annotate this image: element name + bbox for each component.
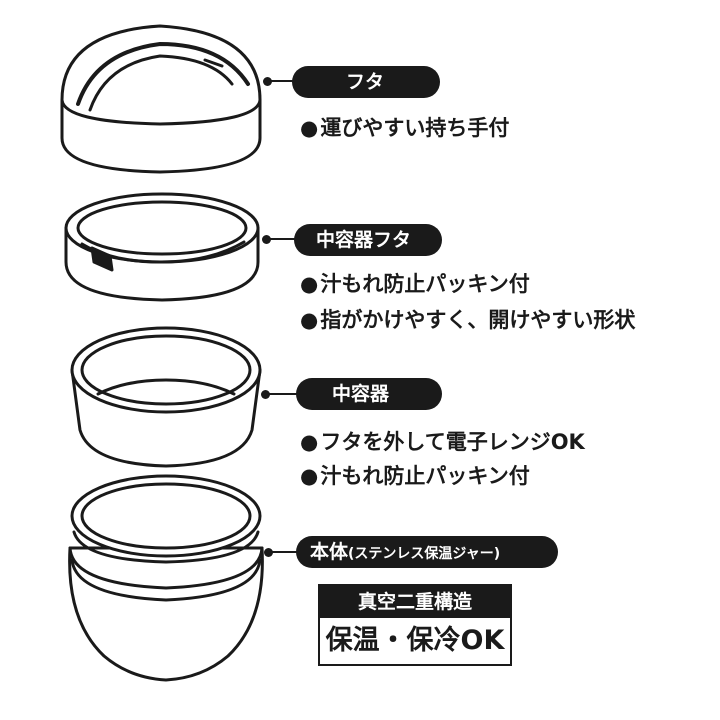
feature-badge: 真空二重構造 保温・保冷OK: [318, 584, 512, 666]
leader-line: [268, 80, 294, 82]
part-label-text: フタ: [346, 71, 385, 93]
part-label-subtext: (ステンレス保温ジャー): [348, 546, 501, 562]
part-label-text: 中容器フタ: [316, 229, 412, 251]
feature-item: ●フタを外して電子レンジOK: [300, 430, 585, 454]
main-body-drawing: [68, 474, 264, 682]
feature-item: ●指がかけやすく、開けやすい形状: [300, 308, 636, 332]
inner-lid-drawing: [64, 192, 260, 302]
leader-line: [268, 551, 298, 553]
badge-body: 保温・保冷OK: [325, 625, 505, 656]
badge-header: 真空二重構造: [320, 586, 510, 618]
feature-item: ●汁もれ防止パッキン付: [300, 464, 530, 488]
lid-drawing: [60, 24, 262, 174]
part-label-lid: フタ: [292, 66, 440, 98]
feature-item: ●運びやすい持ち手付: [300, 116, 510, 140]
part-label-text: 本体: [310, 541, 349, 563]
leader-line: [266, 393, 298, 395]
callout-dot: [261, 390, 270, 399]
feature-item: ●汁もれ防止パッキン付: [300, 272, 530, 296]
leader-line: [266, 238, 296, 240]
part-label-text: 中容器: [332, 383, 390, 405]
callout-dot: [263, 77, 272, 86]
part-label-inner-container: 中容器: [296, 378, 442, 410]
part-label-main-body: 本体(ステンレス保温ジャー): [296, 536, 558, 568]
part-label-inner-lid: 中容器フタ: [294, 224, 442, 256]
lid-handle: [76, 42, 250, 106]
inner-container-drawing: [70, 326, 262, 468]
